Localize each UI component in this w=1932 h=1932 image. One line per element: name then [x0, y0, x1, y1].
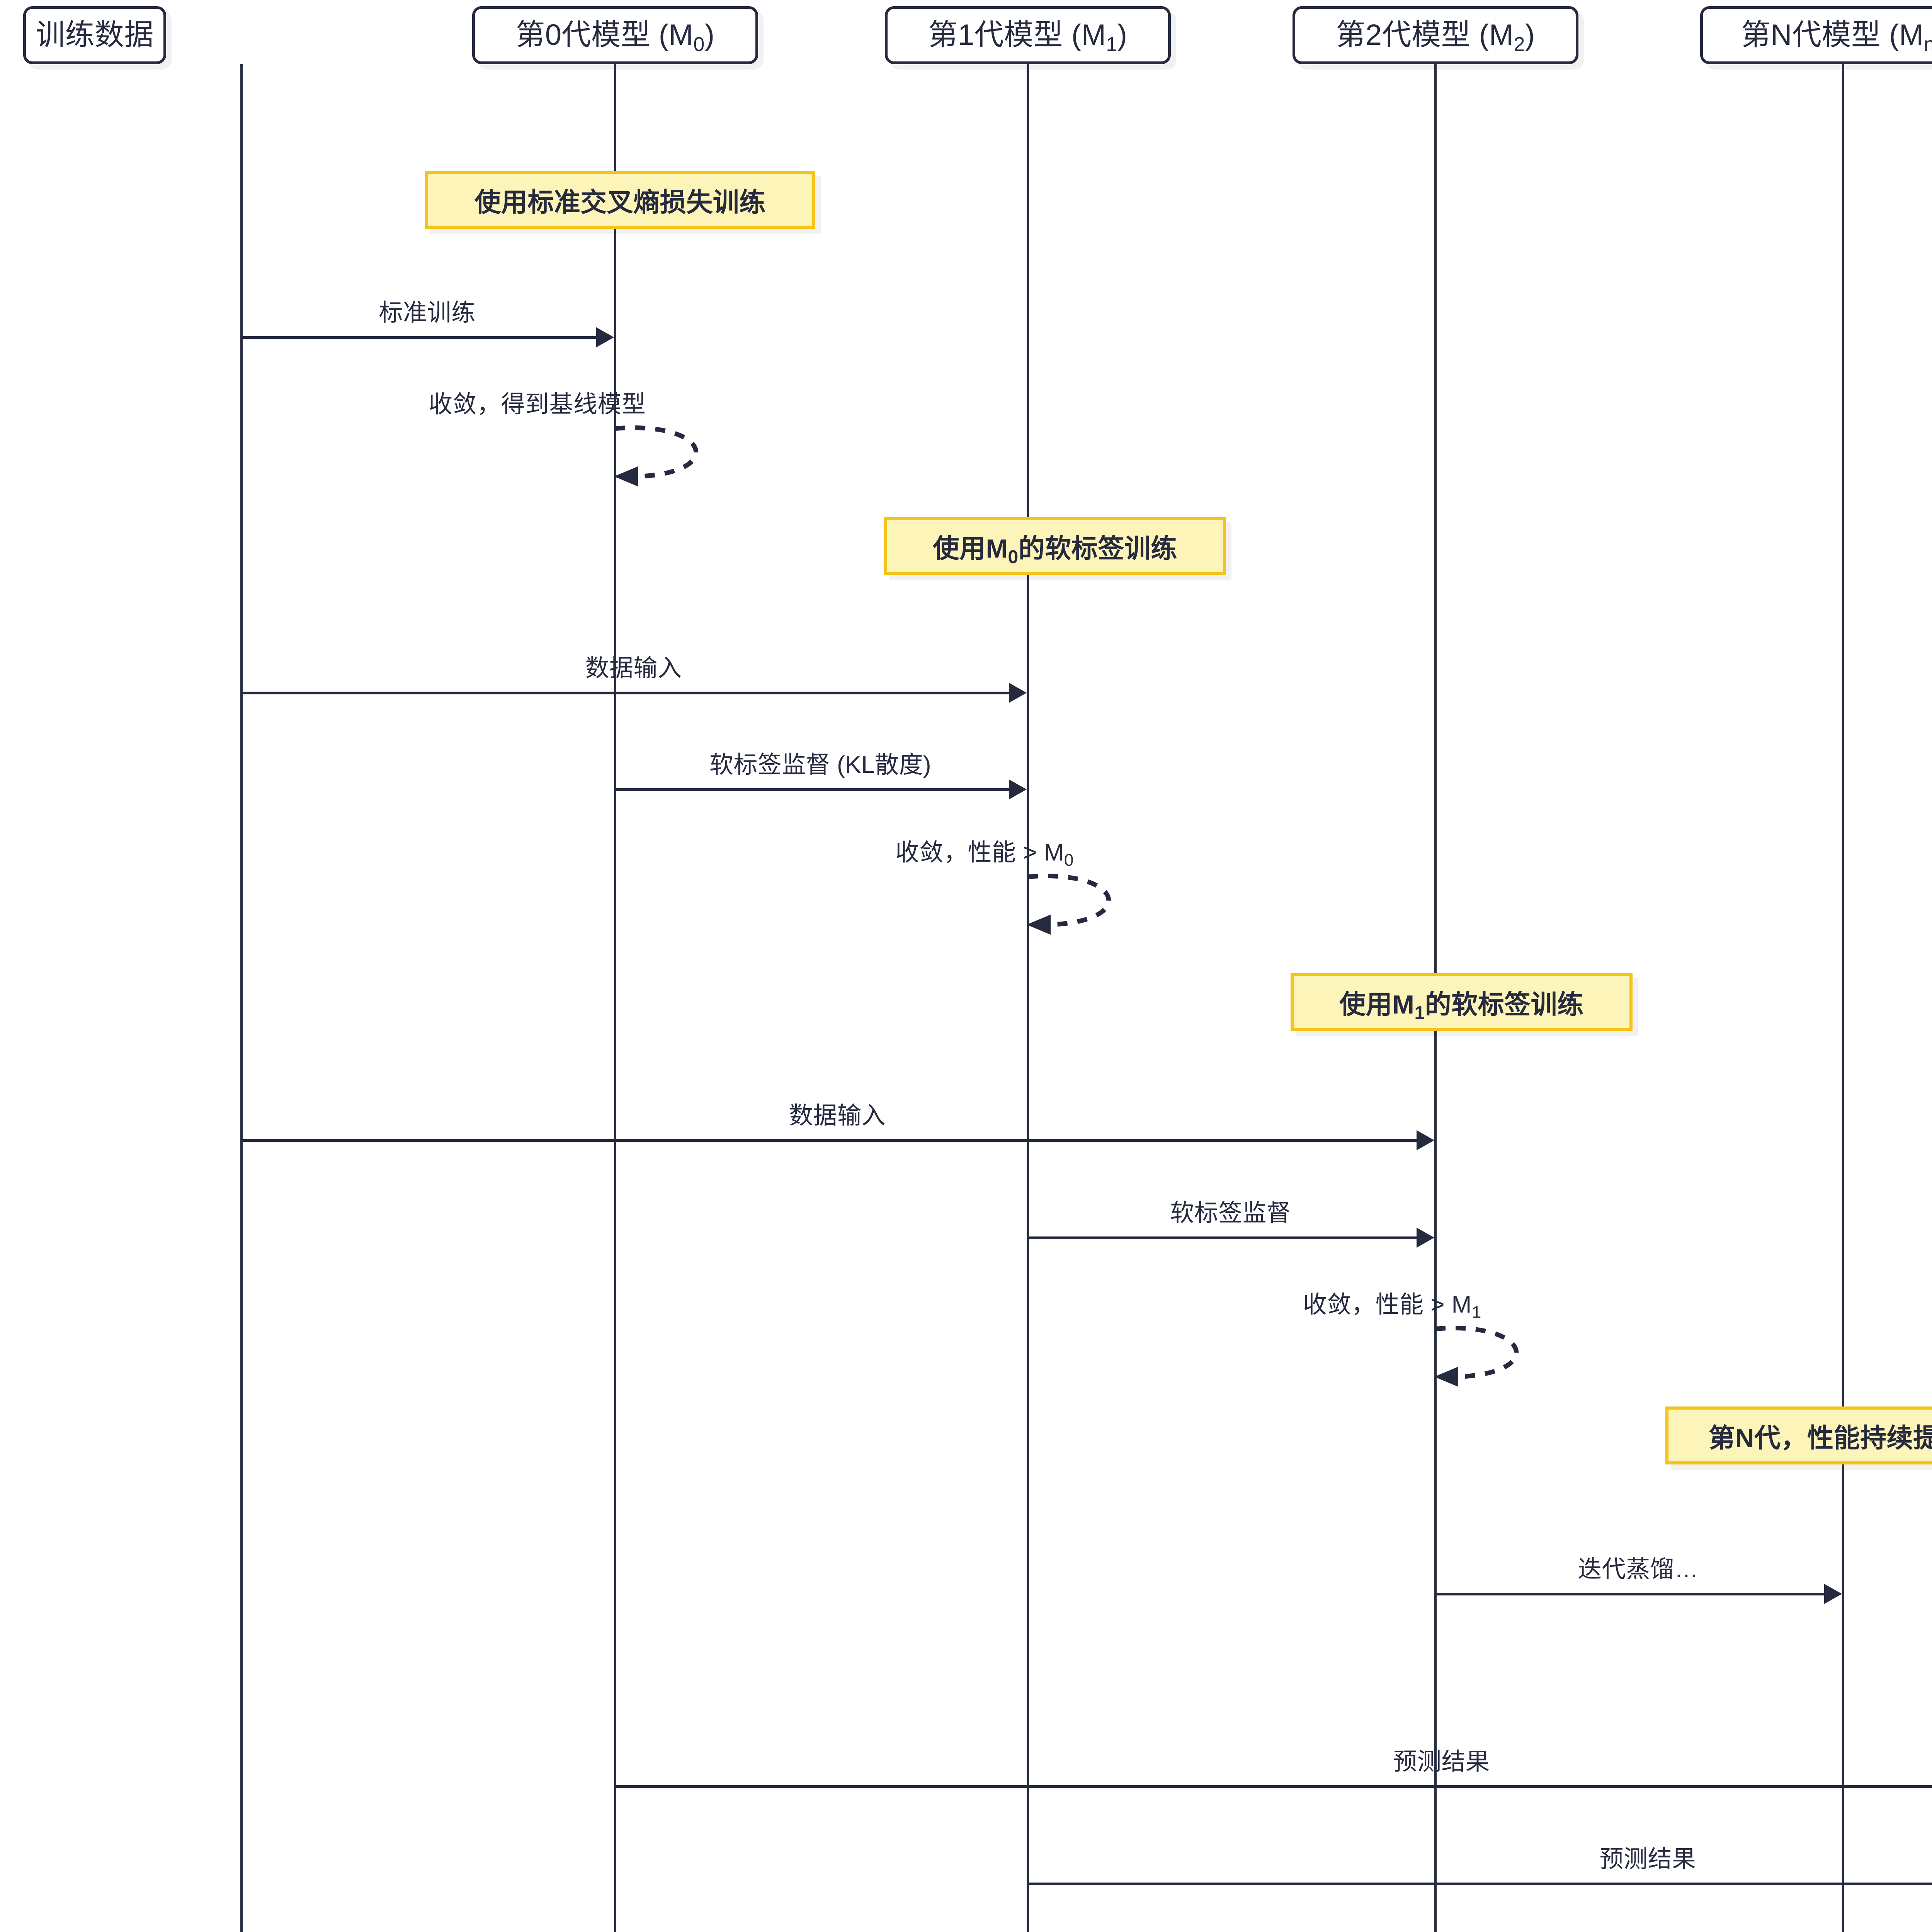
actor-box-top-m2[interactable]: 第2代模型 (M2)	[1293, 6, 1578, 64]
message-line	[1027, 1236, 1417, 1239]
message-label: 数据输入	[789, 1102, 886, 1129]
actor-label: 第0代模型 (M0)	[515, 19, 715, 56]
message-label: 数据输入	[585, 655, 682, 682]
self-loop-path	[1434, 1326, 1519, 1387]
message-line	[240, 336, 596, 339]
note-soft-label-m0[interactable]: 使用M0的软标签训练	[884, 517, 1226, 575]
lifeline-m1	[1027, 64, 1029, 1932]
note-use-cross-entropy[interactable]: 使用标准交叉熵损失训练	[425, 171, 815, 229]
message-label: 标准训练	[379, 299, 476, 326]
message-label: 软标签监督 (KL散度)	[709, 752, 932, 778]
actor-box-top-m0[interactable]: 第0代模型 (M0)	[472, 6, 758, 64]
arrow-head-icon	[1009, 683, 1027, 703]
actor-box-top-data[interactable]: 训练数据	[23, 6, 166, 64]
message-label: 预测结果	[1393, 1748, 1490, 1775]
message-label: 迭代蒸馏…	[1578, 1556, 1699, 1583]
note-text: 使用M1的软标签训练	[1339, 990, 1584, 1024]
message-line	[614, 788, 1009, 791]
actor-label: 第2代模型 (M2)	[1336, 19, 1535, 56]
self-message-label: 收敛，得到基线模型	[429, 391, 646, 418]
note-text: 使用标准交叉熵损失训练	[474, 187, 766, 217]
self-message-label: 收敛，性能 > M1	[1303, 1291, 1481, 1322]
self-message-converge-m0[interactable]: 收敛，得到基线模型	[429, 391, 753, 493]
arrow-head-icon	[596, 327, 614, 347]
message-line	[240, 1139, 1417, 1142]
note-generation-n[interactable]: 第N代，性能持续提升	[1665, 1406, 1932, 1464]
actor-label: 第N代模型 (Mn)	[1741, 19, 1932, 56]
actor-label: 第1代模型 (M1)	[928, 19, 1128, 56]
self-message-label: 收敛，性能 > M0	[895, 839, 1074, 870]
message-line	[1027, 1883, 1932, 1885]
note-text: 第N代，性能持续提升	[1708, 1423, 1932, 1453]
self-message-converge-m2[interactable]: 收敛，性能 > M1	[1303, 1291, 1573, 1393]
self-loop-path	[1027, 874, 1111, 935]
self-message-converge-m1[interactable]: 收敛，性能 > M0	[895, 839, 1166, 941]
actor-box-top-mn[interactable]: 第N代模型 (Mn)	[1700, 6, 1932, 64]
message-label: 软标签监督	[1170, 1200, 1291, 1226]
lifeline-mn	[1842, 64, 1844, 1932]
message-line	[1434, 1593, 1824, 1595]
self-loop-path	[614, 425, 699, 486]
arrow-head-icon	[1417, 1228, 1434, 1248]
note-soft-label-m1[interactable]: 使用M1的软标签训练	[1291, 973, 1633, 1031]
lifeline-m0	[614, 64, 616, 1932]
actor-box-top-m1[interactable]: 第1代模型 (M1)	[885, 6, 1171, 64]
note-text: 使用M0的软标签训练	[933, 534, 1177, 568]
actor-label: 训练数据	[36, 19, 154, 52]
message-label: 预测结果	[1599, 1846, 1696, 1872]
lifeline-data	[240, 64, 243, 1932]
message-line	[614, 1785, 1932, 1788]
arrow-head-icon	[1824, 1584, 1842, 1604]
message-line	[240, 692, 1009, 694]
arrow-head-icon	[1417, 1130, 1434, 1150]
arrow-head-icon	[1009, 779, 1027, 799]
